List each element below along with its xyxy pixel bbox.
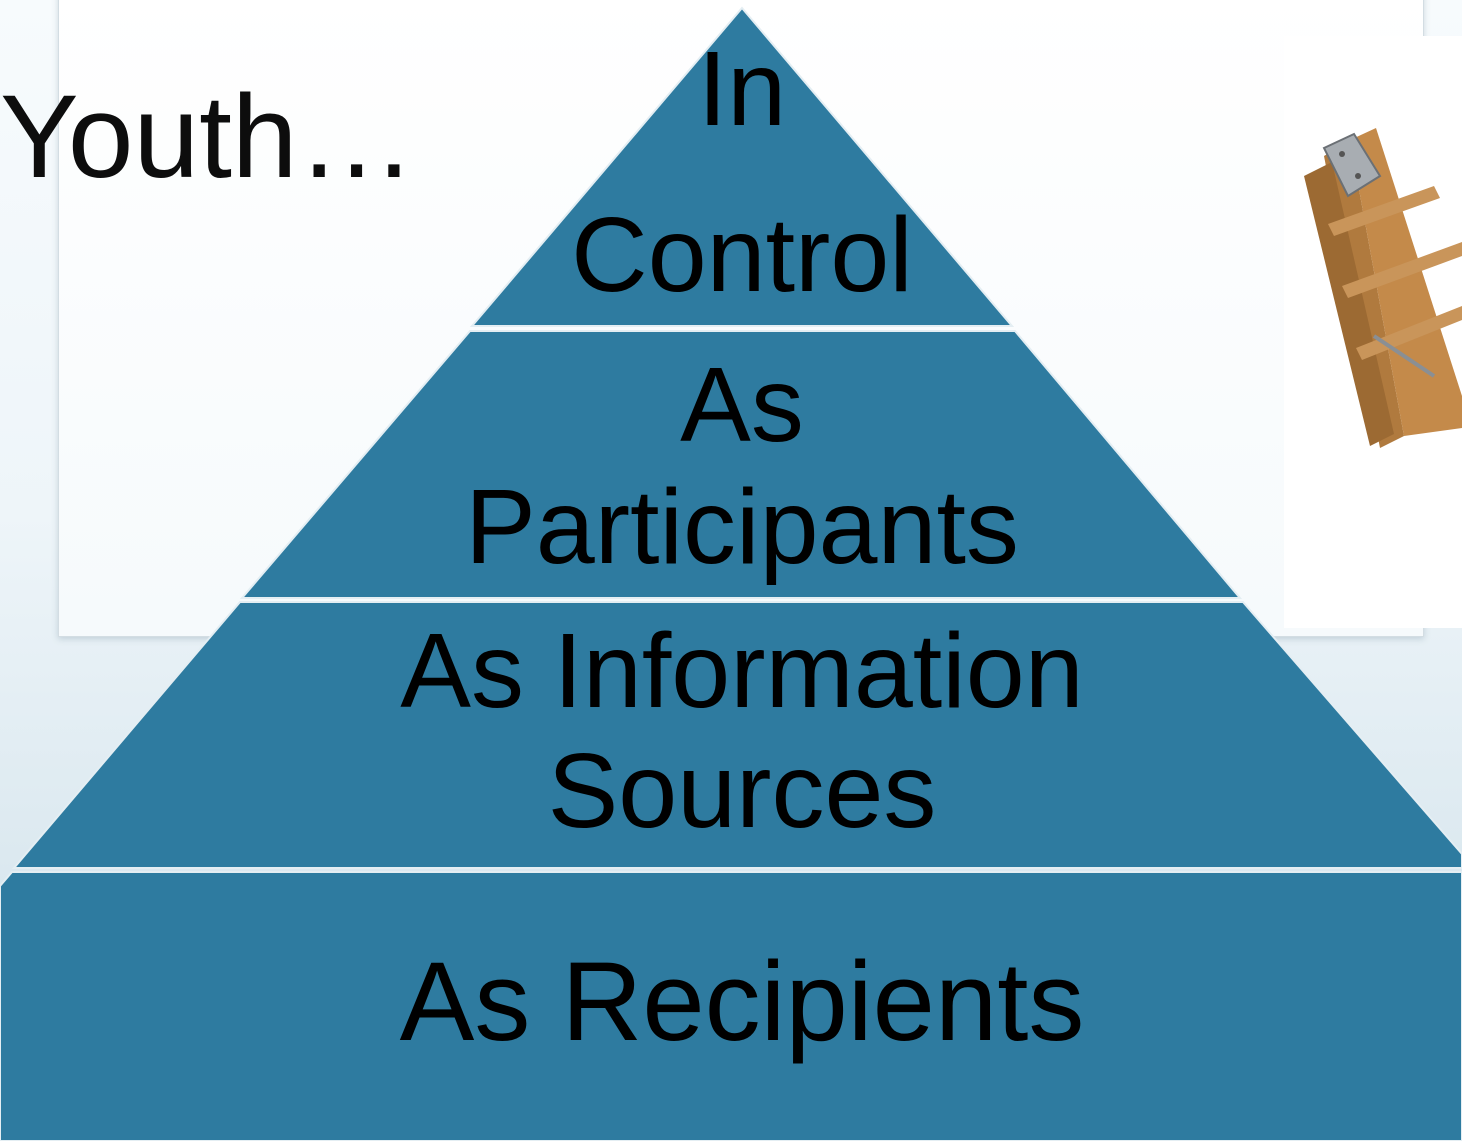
tier-3-line-2: Sources <box>547 732 937 850</box>
tier-1-line-2: Control <box>571 196 913 314</box>
tier-3-line-1: As Information <box>400 612 1084 730</box>
tier-1-line-1: In <box>697 30 787 148</box>
tier-4-line-1: As Recipients <box>399 939 1085 1064</box>
pyramid-tier-2-shape <box>239 330 1243 599</box>
tier-2-line-2: Participants <box>465 468 1019 586</box>
ladder-illustration <box>1304 128 1462 448</box>
tier-2-line-1: As <box>680 346 804 464</box>
ladder-image <box>1284 36 1462 628</box>
pyramid-tier-1-shape <box>469 6 1015 327</box>
pyramid-tier-3-shape <box>11 601 1462 869</box>
pyramid-tier-4-shape <box>0 871 1462 1141</box>
slide-title: Youth… <box>0 71 416 203</box>
